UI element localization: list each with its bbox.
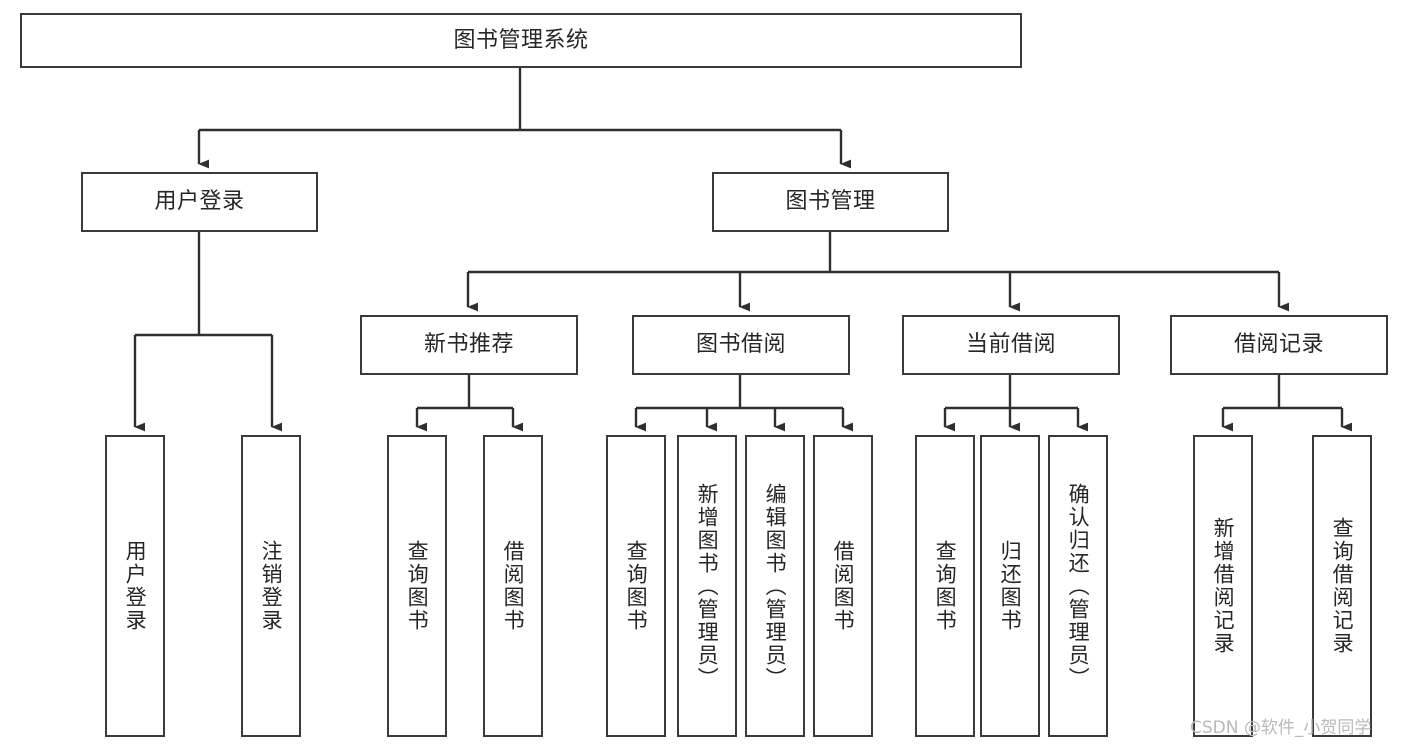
node-leaf-borrow-book-label: 借阅图书 [831,540,856,632]
node-leaf-user-login-label: 用户登录 [123,540,148,632]
node-leaf-query-borrow-record[interactable]: 查询借阅记录 [1312,435,1372,737]
node-book-borrow[interactable]: 图书借阅 [632,315,850,375]
node-leaf-logout[interactable]: 注销登录 [241,435,301,737]
node-book-borrow-label: 图书借阅 [695,332,786,358]
node-leaf-confirm-return-admin-label: 确认归还（管理员） [1066,482,1091,690]
node-leaf-edit-book-admin[interactable]: 编辑图书（管理员） [745,435,805,737]
node-borrow-record-label: 借阅记录 [1233,332,1324,358]
node-book-management[interactable]: 图书管理 [712,172,949,232]
node-leaf-logout-label: 注销登录 [259,540,284,632]
node-leaf-add-book-admin-label: 新增图书（管理员） [695,482,720,690]
node-leaf-user-login[interactable]: 用户登录 [105,435,165,737]
node-leaf-query-book-current-label: 查询图书 [933,540,958,632]
node-user-login-label: 用户登录 [154,189,245,215]
node-root-system-label: 图书管理系统 [453,27,589,53]
node-leaf-borrow-book[interactable]: 借阅图书 [813,435,873,737]
node-leaf-query-book-borrow-label: 查询图书 [624,540,649,632]
node-new-book-recommend[interactable]: 新书推荐 [360,315,578,375]
node-leaf-add-borrow-record[interactable]: 新增借阅记录 [1193,435,1253,737]
node-leaf-edit-book-admin-label: 编辑图书（管理员） [763,482,788,690]
node-new-book-recommend-label: 新书推荐 [423,332,514,358]
node-borrow-record[interactable]: 借阅记录 [1170,315,1388,375]
node-current-borrow-label: 当前借阅 [965,332,1056,358]
node-leaf-query-book-current[interactable]: 查询图书 [915,435,975,737]
node-leaf-borrow-book-new-label: 借阅图书 [501,540,526,632]
node-leaf-return-book[interactable]: 归还图书 [980,435,1040,737]
node-root-system[interactable]: 图书管理系统 [20,13,1022,68]
node-leaf-add-book-admin[interactable]: 新增图书（管理员） [677,435,737,737]
node-leaf-query-book-new-label: 查询图书 [405,540,430,632]
csdn-watermark: CSDN @软件_小贺同学 [1190,718,1372,738]
node-user-login[interactable]: 用户登录 [81,172,318,232]
node-leaf-confirm-return-admin[interactable]: 确认归还（管理员） [1048,435,1108,737]
node-leaf-query-borrow-record-label: 查询借阅记录 [1330,517,1355,655]
node-current-borrow[interactable]: 当前借阅 [902,315,1120,375]
node-book-management-label: 图书管理 [785,189,876,215]
node-leaf-return-book-label: 归还图书 [998,540,1023,632]
node-leaf-query-book-new[interactable]: 查询图书 [387,435,447,737]
node-leaf-borrow-book-new[interactable]: 借阅图书 [483,435,543,737]
node-leaf-add-borrow-record-label: 新增借阅记录 [1211,517,1236,655]
node-leaf-query-book-borrow[interactable]: 查询图书 [606,435,666,737]
